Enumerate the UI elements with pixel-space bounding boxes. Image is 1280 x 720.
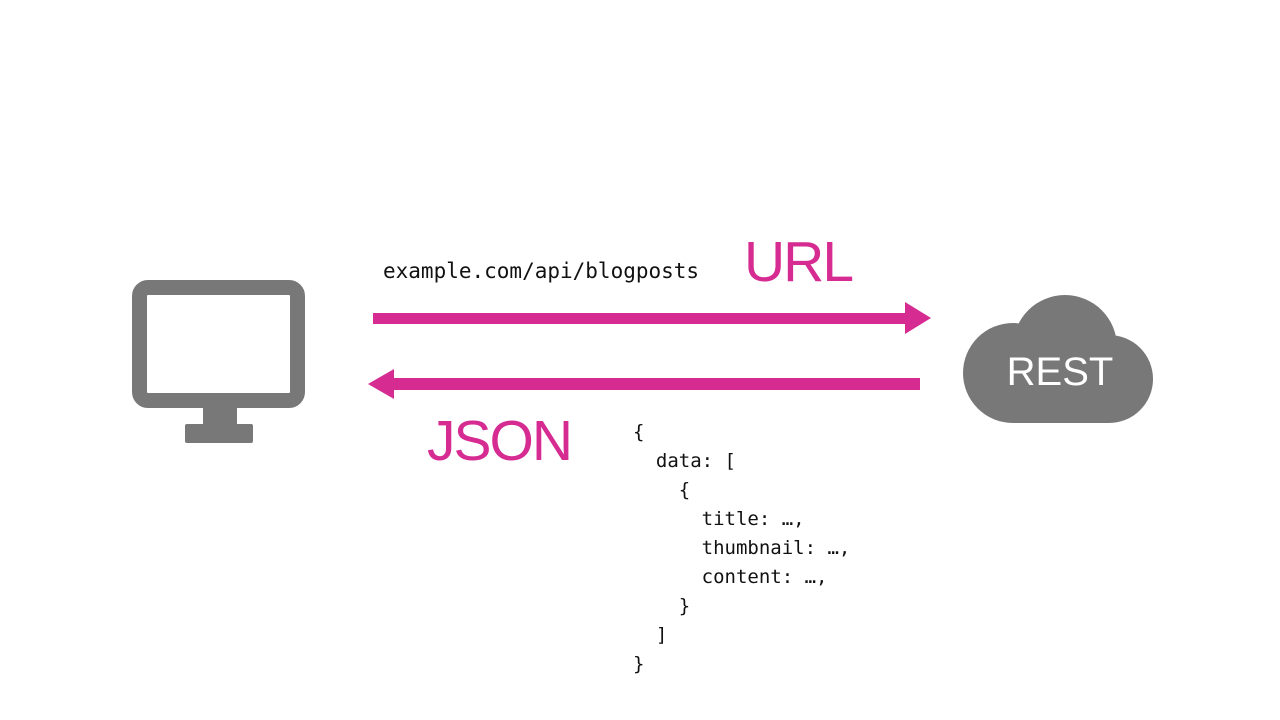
code-line: } (633, 595, 691, 617)
monitor-stand-neck (203, 405, 237, 426)
cloud-icon (963, 295, 1153, 423)
rest-server-label: REST (1006, 350, 1114, 394)
code-line: data: [ (633, 450, 736, 472)
code-line: { (633, 421, 645, 443)
monitor-icon (132, 280, 305, 408)
monitor-stand-base (185, 424, 253, 443)
arrow-left-icon (368, 369, 920, 399)
code-line: content: …, (633, 566, 828, 588)
code-line: ] (633, 624, 668, 646)
arrow-right-icon (373, 302, 931, 334)
code-line: } (633, 653, 645, 675)
request-url-label: URL (744, 230, 854, 294)
code-line: { (633, 479, 691, 501)
request-url-text: example.com/api/blogposts (383, 259, 700, 283)
code-line: thumbnail: …, (633, 537, 851, 559)
response-json-code-block: { data: [ { title: …, thumbnail: …, cont… (633, 418, 850, 679)
code-line: title: …, (633, 508, 805, 530)
response-json-label: JSON (427, 409, 573, 473)
